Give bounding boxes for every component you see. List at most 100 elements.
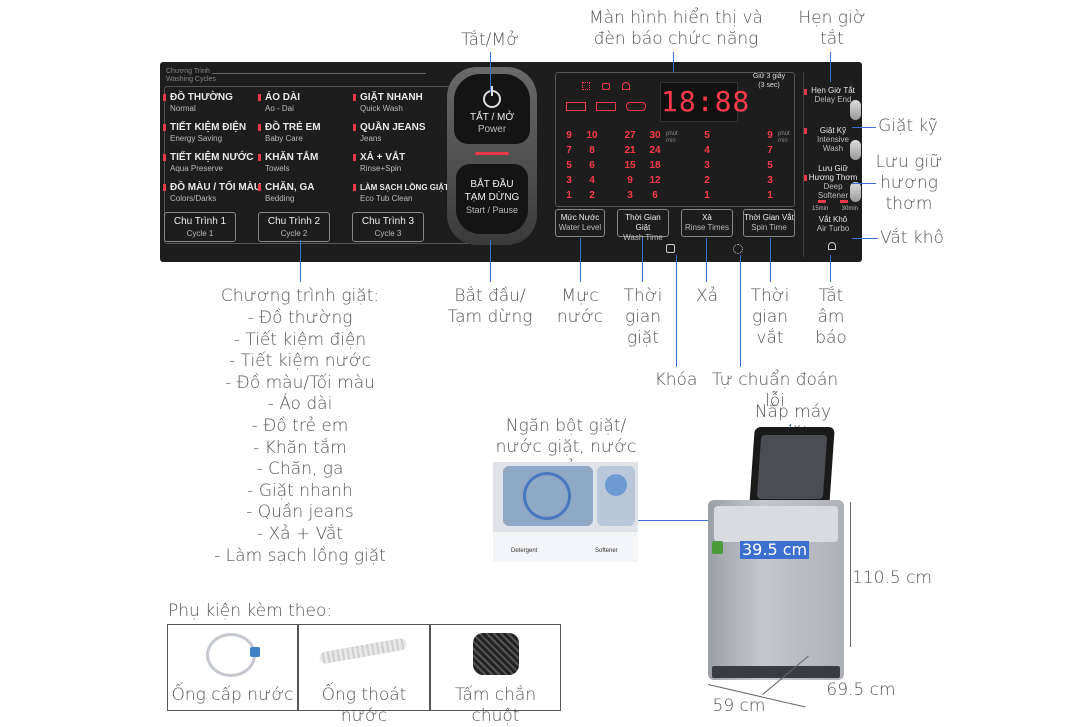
depth-dimension: 69.5 cm	[826, 680, 896, 700]
accessory-label-2: Tấm chắn chuột	[454, 685, 537, 726]
wash-program-item: - Chăn, ga	[256, 459, 344, 480]
setting-value: 3	[767, 175, 773, 186]
lock-indicator-icon	[602, 83, 610, 90]
lock-label: Khóa	[654, 370, 698, 390]
wash-program-item: - Áo dài	[267, 394, 333, 415]
machine-body	[708, 500, 844, 680]
header-rule	[212, 73, 426, 74]
setting-value: 9	[566, 130, 572, 141]
setting-value: 2	[589, 190, 595, 201]
setting-value: 7	[767, 145, 773, 156]
panel-header-en: Washing Cycles	[166, 76, 216, 83]
detergent-tray-photo: Detergent Softener	[493, 462, 638, 562]
machine-lid	[749, 427, 835, 507]
setting-value: 1	[767, 190, 773, 201]
diagnose-icon	[733, 244, 743, 254]
hold-note-en: (3 sec)	[758, 82, 780, 89]
setting-value: 1	[566, 190, 572, 201]
wash-programs-list: - Đồ thường- Tiết kiệm điện- Tiết kiệm n…	[198, 308, 402, 567]
wash-program-item: - Tiết kiệm điện	[233, 329, 367, 350]
rinse-label: Xả	[695, 286, 719, 306]
power-label: Tắt/Mở	[461, 30, 519, 50]
wash-program-item: - Quần jeans	[246, 502, 354, 523]
panel-header: Chương Trình Washing Cycles	[166, 68, 216, 84]
lock-icon	[666, 244, 675, 253]
height-dimension: 110.5 cm	[852, 568, 932, 588]
setting-value: 9	[627, 175, 633, 186]
display-frame	[555, 72, 795, 207]
right-column	[803, 72, 859, 257]
setting-value: 3	[566, 175, 572, 186]
wash-program-item: - Xả + Vắt	[256, 523, 344, 544]
digital-display: 18:88	[660, 82, 749, 122]
setting-value: 1	[704, 190, 710, 201]
setting-value: 30	[649, 130, 661, 141]
mouse-guard-icon	[473, 633, 519, 675]
detergent-cup-icon	[523, 472, 571, 520]
wash-programs-title: Chương trình giặt:	[220, 286, 380, 306]
status-light	[475, 152, 509, 155]
wash-program-item: - Đồ thường	[247, 308, 353, 328]
inlet-hose-icon	[206, 633, 256, 677]
drain-hose-icon	[318, 637, 408, 665]
wash-program-item: - Đồ trẻ em	[251, 415, 349, 436]
air-turbo-label: Vắt khô	[880, 228, 944, 248]
setting-value: 9	[767, 130, 773, 141]
start-label-en: Start / Pause	[465, 205, 519, 215]
accessory-label-0: Ống cấp nước	[171, 685, 294, 705]
spin-stage-icon	[626, 102, 646, 111]
setting-value: 18	[649, 160, 661, 171]
start-pause-label: Bắt đầu/Tạm dừng	[447, 286, 533, 327]
setting-value: 24	[649, 145, 661, 156]
intensive-label: Giặt kỹ	[878, 116, 938, 136]
setting-value: 7	[566, 145, 572, 156]
setting-value: 21	[624, 145, 636, 156]
setting-value: 12	[649, 175, 661, 186]
wash-program-item: - Làm sạch lồng giặt	[214, 545, 386, 566]
accessory-label-1: Ống thoát nước	[321, 685, 407, 726]
power-label-en: Power	[477, 124, 507, 135]
inner-diameter: 39.5 cm	[740, 540, 810, 559]
start-pause-button[interactable]: BẮT ĐẦU TẠM DỪNG Start / Pause	[456, 164, 528, 234]
start-label-vi2: TẠM DỪNG	[464, 192, 520, 203]
accessory-mouse-guard: Tấm chắn chuột	[430, 624, 561, 726]
width-dimension: 59 cm	[712, 696, 766, 716]
diagnose-indicator-icon	[582, 82, 590, 90]
accessory-drain-hose: Ống thoát nước	[298, 624, 430, 726]
setting-value: 5	[566, 160, 572, 171]
power-button[interactable]: TẮT / MỞ Power	[454, 74, 530, 144]
wash-program-item: - Khăn tắm	[253, 437, 347, 458]
wash-stage-icon	[566, 102, 586, 111]
